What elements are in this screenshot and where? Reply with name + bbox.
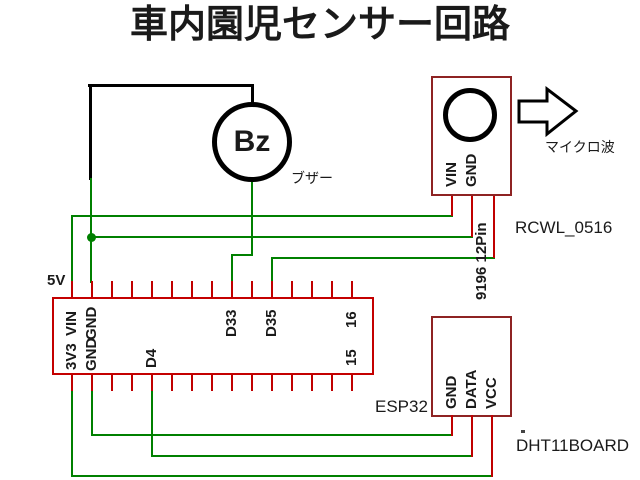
esp32-pin [231, 374, 233, 391]
esp32-pin [91, 281, 93, 298]
esp32-pin-label-d35: D35 [263, 309, 280, 337]
microwave-arrow-icon [517, 86, 579, 138]
esp32-pin [171, 374, 173, 391]
esp32-pin [131, 281, 133, 298]
wire-left-rail-vertical-black [89, 84, 92, 180]
wire-buzzer-top-horizontal [88, 84, 254, 87]
esp32-pin [191, 281, 193, 298]
esp32-pin-label-vin: VIN [63, 310, 80, 336]
rcwl-caption: RCWL_0516 [515, 218, 613, 237]
rcwl-pin-gnd [471, 196, 473, 237]
wire-rcwl-out-to-d35 [271, 257, 273, 283]
esp32-pin [291, 281, 293, 298]
dht11-pin-vcc [491, 415, 493, 477]
dht11-pin-data [471, 415, 473, 457]
dht11-pin-gnd [451, 415, 453, 436]
esp32-pin [151, 374, 153, 391]
esp32-pin [211, 374, 213, 391]
rcwl-pin-gnd-label: GND [463, 153, 480, 187]
esp32-pin [251, 281, 253, 298]
esp32-pin-label-gnd-top: GND [83, 306, 100, 340]
esp32-pin [71, 281, 73, 298]
esp32-pin [351, 281, 353, 298]
esp32-pin [131, 374, 133, 391]
esp32-pin [291, 374, 293, 391]
esp32-pin [71, 374, 73, 391]
esp32-pin [171, 281, 173, 298]
wire-junction-dot [87, 233, 96, 242]
esp32-pin [331, 374, 333, 391]
stray-dot [521, 430, 525, 433]
esp32-pin [251, 374, 253, 391]
wire-5v-vertical [71, 215, 73, 283]
wire-5v-to-rcwl-vin [71, 215, 453, 217]
wire-d4-to-dht-data [151, 455, 473, 457]
microwave-caption: マイクロ波 [545, 139, 615, 155]
wire-d4-bottom-vertical [151, 391, 153, 457]
esp32-pin [311, 374, 313, 391]
esp32-pin [111, 374, 113, 391]
dht11-pin-gnd-label: GND [443, 375, 460, 409]
wire-buzzer-jog-horizontal [231, 254, 253, 256]
dht11-pin-vcc-label: VCC [483, 377, 500, 409]
rcwl-pin-out [493, 196, 495, 258]
wire-rcwl-out-horizontal [271, 257, 495, 259]
esp32-pin-label-16: 16 [343, 311, 360, 328]
esp32-pin [311, 281, 313, 298]
esp32-pin-label-gnd-bottom: GND [83, 337, 100, 371]
rcwl-pin-vin [451, 196, 453, 216]
wire-buzzer-top-stub [251, 84, 254, 105]
esp32-pin-label-d33: D33 [223, 309, 240, 337]
wire-3v3-to-dht-vcc [71, 475, 493, 477]
esp32-pin [231, 281, 233, 298]
esp32-pin [271, 281, 273, 298]
wire-gnd-bottom-vertical [91, 391, 93, 436]
buzzer-caption: ブザー [291, 170, 333, 186]
wire-gnd-left-vertical [90, 178, 92, 283]
esp32-pin [191, 374, 193, 391]
dht11-caption: DHT11BOARD [516, 436, 630, 455]
esp32-pin [271, 374, 273, 391]
rcwl-wire-note: 9196 12Pin [473, 222, 490, 300]
esp32-pin-label-3v3: 3V3 [63, 343, 80, 370]
esp32-pin-label-15: 15 [343, 349, 360, 366]
buzzer-circle [212, 102, 292, 182]
dht11-pin-data-label: DATA [463, 369, 480, 409]
rcwl-sensor-circle [443, 88, 497, 142]
esp32-module [52, 297, 374, 375]
wire-3v3-bottom-vertical [71, 391, 73, 477]
wire-gnd-to-dht-gnd [91, 434, 453, 436]
esp32-pin [351, 374, 353, 391]
wire-buzzer-bottom-vertical [251, 181, 253, 256]
wire-gnd-to-rcwl-gnd [91, 236, 473, 238]
wire-buzzer-to-d33 [231, 254, 233, 283]
esp32-pin [331, 281, 333, 298]
esp32-pin [151, 281, 153, 298]
esp32-pin [91, 374, 93, 391]
esp32-pin [111, 281, 113, 298]
esp32-pin [211, 281, 213, 298]
esp32-pin-label-d4: D4 [143, 348, 160, 368]
page-title: 車内園児センサー回路 [129, 4, 510, 46]
rcwl-pin-vin-label: VIN [443, 161, 460, 187]
buzzer-symbol: Bz [233, 125, 271, 158]
esp32-5v-label: 5V [47, 272, 66, 289]
esp32-caption: ESP32 [375, 397, 428, 416]
